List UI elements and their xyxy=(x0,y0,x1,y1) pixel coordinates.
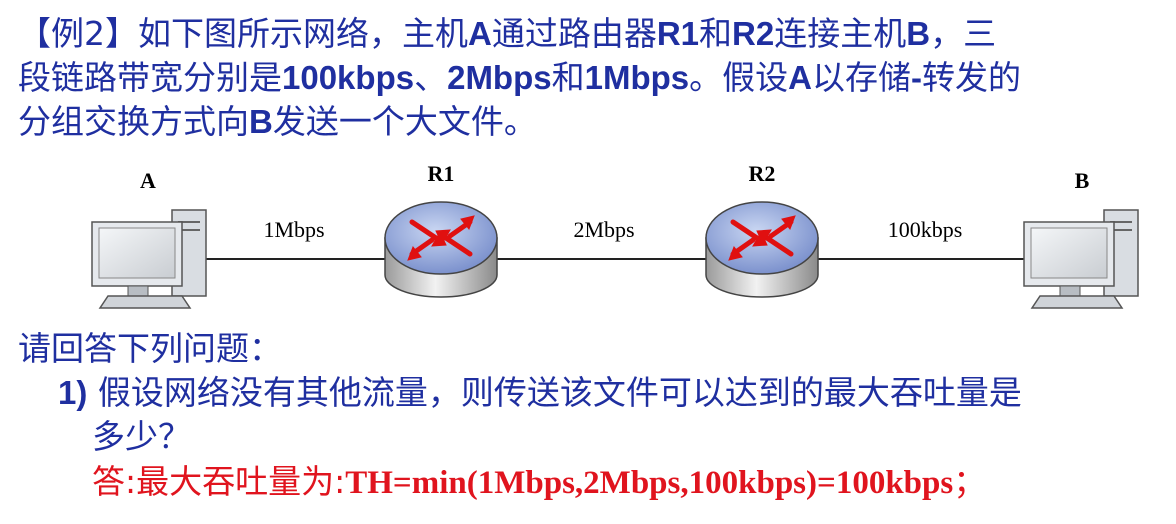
router-r2-ref: R2 xyxy=(732,15,775,52)
bandwidth-value: 1Mbps xyxy=(584,59,690,96)
network-diagram: A R1 R2 B 1Mbps 2Mbps 100kbps xyxy=(91,161,1139,309)
text: 。假设 xyxy=(689,58,789,97)
host-a-ref: A xyxy=(788,59,812,96)
text: 、 xyxy=(414,58,448,97)
router-icon-r2 xyxy=(705,201,819,298)
problem-statement: 【例2】如下图所示网络，主机A通过路由器R1和R2连接主机B，三 段链路带宽分别… xyxy=(18,12,1168,144)
link1-bandwidth-label: 1Mbps xyxy=(263,217,324,242)
text: 转发的 xyxy=(921,58,1021,97)
bandwidth-value: 2Mbps xyxy=(447,59,552,96)
question-text: 假设网络没有其他流量，则传送该文件可以达到的最大吞吐量是 xyxy=(97,373,1022,412)
host-b-ref: B xyxy=(906,15,931,52)
text: 和 xyxy=(551,58,585,97)
router-r2-label: R2 xyxy=(749,161,776,186)
text: - xyxy=(910,59,922,96)
question-1-line-2: 多少？ xyxy=(92,417,191,456)
problem-line-3: 分组交换方式向B发送一个大文件。 xyxy=(18,100,1168,144)
text: 以存储 xyxy=(811,58,911,97)
answer-line: 答:最大吞吐量为:TH=min(1Mbps,2Mbps,100kbps)=100… xyxy=(92,460,986,505)
host-a-label: A xyxy=(140,168,156,193)
text: 段链路带宽分别是 xyxy=(18,58,282,97)
host-b-ref: B xyxy=(249,103,273,140)
answer-formula: TH=min(1Mbps,2Mbps,100kbps)=100kbps xyxy=(345,465,954,501)
text: 和 xyxy=(699,14,733,53)
text: 通过路由器 xyxy=(491,14,657,53)
bandwidth-value: 100kbps xyxy=(282,59,415,96)
problem-line-1: 【例2】如下图所示网络，主机A通过路由器R1和R2连接主机B，三 xyxy=(18,12,1168,56)
text: 发送一个大文件。 xyxy=(272,102,537,141)
router-r1-label: R1 xyxy=(428,161,455,186)
host-b-label: B xyxy=(1075,168,1090,193)
questions-prompt: 请回答下列问题： xyxy=(18,329,282,368)
answer-prefix: 答:最大吞吐量为: xyxy=(92,462,346,501)
computer-icon-host-b xyxy=(1023,209,1139,309)
text: 分组交换方式向 xyxy=(18,102,249,141)
host-a-ref: A xyxy=(468,15,492,52)
problem-line-2: 段链路带宽分别是100kbps、2Mbps和1Mbps。假设A以存储-转发的 xyxy=(18,56,1168,100)
link2-bandwidth-label: 2Mbps xyxy=(573,217,634,242)
text: 连接主机 xyxy=(774,14,907,53)
text: 【例2】如下图所示网络，主机 xyxy=(18,14,468,53)
question-number: 1) xyxy=(58,374,88,411)
question-1-line-1: 1) 假设网络没有其他流量，则传送该文件可以达到的最大吞吐量是 xyxy=(58,371,1022,415)
text: ，三 xyxy=(930,14,997,53)
link3-bandwidth-label: 100kbps xyxy=(888,217,963,242)
answer-suffix: ； xyxy=(953,462,987,501)
router-icon-r1 xyxy=(384,201,498,298)
computer-icon-host-a xyxy=(91,209,207,309)
router-r1-ref: R1 xyxy=(656,15,700,52)
